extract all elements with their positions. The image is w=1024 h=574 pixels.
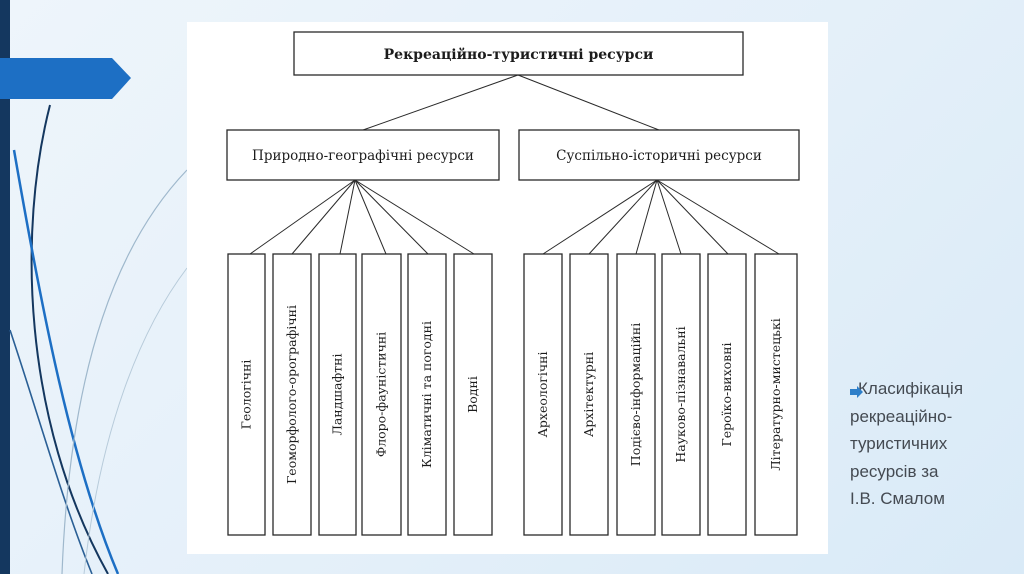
leaf-label: Архітектурні: [581, 352, 596, 437]
decor-curve-4: [61, 169, 188, 574]
decor-curve-2: [12, 149, 120, 574]
root-label: Рекреаційно-туристичні ресурси: [384, 46, 654, 63]
leaf-label: Героїко-виховні: [719, 342, 734, 446]
leaf-label: Археологічні: [535, 351, 550, 437]
connector-line: [339, 179, 356, 255]
connector-line: [362, 74, 519, 131]
decor-curve-3: [9, 329, 93, 574]
connector-line: [354, 179, 429, 255]
connector-lines: [249, 74, 780, 255]
leaf-box: [754, 253, 798, 536]
caption-line: ресурсів за: [850, 461, 939, 481]
leaf-box: [407, 253, 447, 536]
connector-line: [542, 179, 658, 255]
classification-figure: Рекреаційно-туристичні ресурси Природно-…: [187, 22, 828, 554]
leaf-box: [361, 253, 402, 536]
leaf-label: Геоморфолого-орографічні: [284, 305, 299, 484]
decor-curve-1: [30, 104, 109, 574]
leaf-label: Кліматичні та погодні: [419, 321, 434, 468]
connector-line: [588, 179, 658, 255]
leaf-box: [318, 253, 357, 536]
connector-line: [656, 179, 729, 255]
leaf-label: Водні: [465, 376, 480, 413]
root-box: [293, 31, 744, 76]
leaf-box: [661, 253, 701, 536]
branch-box-social: [518, 129, 800, 181]
connector-line: [354, 179, 475, 255]
caption-line: Класифікація: [858, 379, 964, 398]
classification-diagram: Рекреаційно-туристичні ресурси Природно-…: [226, 31, 800, 536]
connector-line: [249, 179, 356, 255]
leaf-box: [707, 253, 747, 536]
connector-line: [354, 179, 387, 255]
leaf-box: [616, 253, 656, 536]
branch-box-natural: [226, 129, 500, 181]
leaf-label: Флоро-фауністичні: [374, 332, 389, 457]
caption-line: рекреаційно-: [850, 406, 953, 426]
leaf-box: [227, 253, 266, 536]
leaf-label: Подієво-інформаційні: [628, 323, 643, 466]
title-arrow-tab: [0, 58, 131, 99]
left-edge-bar: [0, 0, 10, 574]
branch-label-social: Суспільно-історичні ресурси: [556, 148, 762, 164]
decor-curve-5: [83, 267, 188, 574]
leaf-box: [272, 253, 312, 536]
caption-item: Класифікація рекреаційно- туристичних ре…: [850, 375, 1020, 513]
connector-line: [635, 179, 658, 255]
branch-label-natural: Природно-географічні ресурси: [252, 148, 474, 164]
connector-line: [517, 74, 660, 131]
leaf-box: [453, 253, 493, 536]
connector-line: [656, 179, 780, 255]
leaf-label: Літературно-мистецькі: [768, 318, 783, 471]
caption-line: І.В. Смалом: [850, 489, 945, 508]
connector-line: [656, 179, 682, 255]
slide-caption: Класифікація рекреаційно- туристичних ре…: [850, 375, 1020, 513]
leaf-box: [523, 253, 563, 536]
connector-line: [291, 179, 356, 255]
caption-line: туристичних: [850, 434, 948, 453]
leaf-label: Геологічні: [239, 360, 254, 430]
leaf-box: [569, 253, 609, 536]
leaf-label: Науково-пізнавальні: [673, 326, 688, 462]
leaf-label: Ландшафтні: [330, 353, 345, 435]
